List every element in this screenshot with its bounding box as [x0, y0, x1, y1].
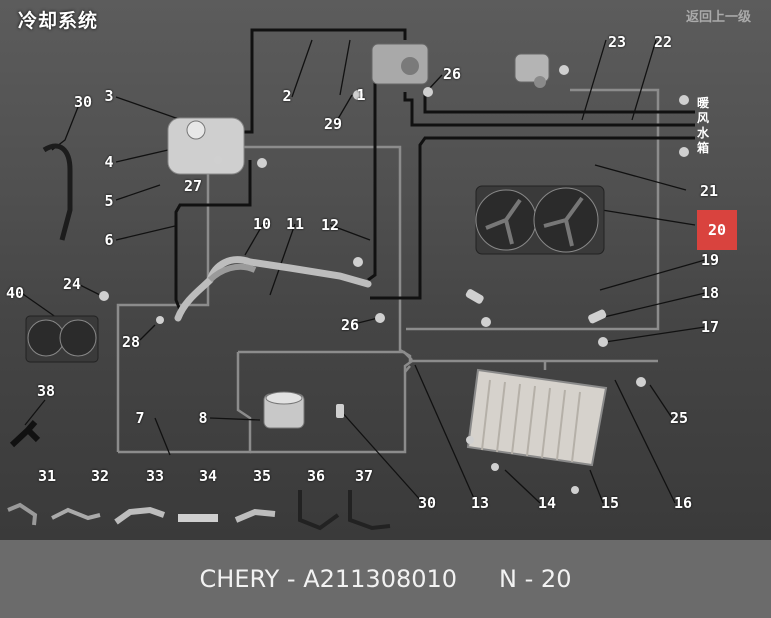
callout-26-mid[interactable]: 26: [340, 316, 360, 334]
callout-12[interactable]: 12: [320, 216, 340, 234]
callout-20-label: 20: [707, 221, 727, 239]
callout-5[interactable]: 5: [104, 192, 114, 210]
radiator-icon: [466, 368, 608, 467]
callout-30-bottom[interactable]: 30: [417, 494, 437, 512]
callout-22[interactable]: 22: [653, 33, 673, 51]
components: [7, 43, 689, 531]
callout-13[interactable]: 13: [470, 494, 490, 512]
callout-17[interactable]: 17: [700, 318, 720, 336]
callout-29[interactable]: 29: [323, 115, 343, 133]
water-outlet-icon: [514, 53, 550, 88]
hose-assembly-icon: [174, 256, 372, 322]
page-title: 冷却系统: [18, 10, 99, 32]
callout-21[interactable]: 21: [699, 182, 719, 200]
callout-10[interactable]: 10: [252, 215, 272, 233]
hose-parts-row: [7, 490, 391, 531]
callout-8[interactable]: 8: [198, 409, 208, 427]
heater-core-label: 暖风水箱: [697, 96, 710, 155]
callout-34[interactable]: 34: [198, 467, 218, 485]
callout-37[interactable]: 37: [354, 467, 374, 485]
callout-27[interactable]: 27: [183, 177, 203, 195]
hose-30-icon: [42, 143, 73, 241]
fan-assembly-icon: [475, 185, 605, 255]
callout-36[interactable]: 36: [306, 467, 326, 485]
diagram-graphics: [7, 28, 706, 531]
callout-7[interactable]: 7: [135, 409, 145, 427]
callout-19[interactable]: 19: [700, 251, 720, 269]
sensor-icon: [263, 391, 305, 429]
callout-31[interactable]: 31: [37, 467, 57, 485]
callout-38[interactable]: 38: [36, 382, 56, 400]
callout-2[interactable]: 2: [282, 87, 292, 105]
clips-and-bolts: [99, 65, 689, 494]
callout-30-top[interactable]: 30: [73, 93, 93, 111]
callout-28[interactable]: 28: [121, 333, 141, 351]
callout-3[interactable]: 3: [104, 87, 114, 105]
callout-11[interactable]: 11: [285, 215, 305, 233]
callout-26-top[interactable]: 26: [442, 65, 462, 83]
hose-38-icon: [9, 420, 41, 448]
footer-bar: CHERY - A211308010 N - 20: [0, 540, 771, 618]
part-number-label: CHERY - A211308010: [199, 565, 458, 593]
callout-6[interactable]: 6: [104, 231, 114, 249]
pipe-lines: [174, 28, 695, 311]
callout-20-highlighted[interactable]: 20: [697, 210, 737, 250]
callout-33[interactable]: 33: [145, 467, 165, 485]
callout-32[interactable]: 32: [90, 467, 110, 485]
thermostat-housing-icon: [371, 43, 429, 85]
callout-14[interactable]: 14: [537, 494, 557, 512]
callout-4[interactable]: 4: [104, 153, 114, 171]
callout-25[interactable]: 25: [669, 409, 689, 427]
callout-24[interactable]: 24: [62, 275, 82, 293]
position-label: N - 20: [499, 565, 572, 593]
fan-assembly-small-icon: [25, 315, 99, 363]
back-link[interactable]: 返回上一级: [686, 10, 752, 25]
outline-frames: [116, 88, 660, 454]
callout-40[interactable]: 40: [5, 284, 25, 302]
expansion-tank-icon: [167, 117, 245, 175]
parts-diagram: 冷却系统 返回上一级 暖风水箱 1 2 3 4 5 6 7 8 10 11 12…: [0, 0, 771, 540]
callout-16[interactable]: 16: [673, 494, 693, 512]
callout-35[interactable]: 35: [252, 467, 272, 485]
callout-18[interactable]: 18: [700, 284, 720, 302]
callout-15[interactable]: 15: [600, 494, 620, 512]
callout-23[interactable]: 23: [607, 33, 627, 51]
callout-1[interactable]: 1: [356, 86, 366, 104]
leader-lines: [19, 39, 706, 504]
